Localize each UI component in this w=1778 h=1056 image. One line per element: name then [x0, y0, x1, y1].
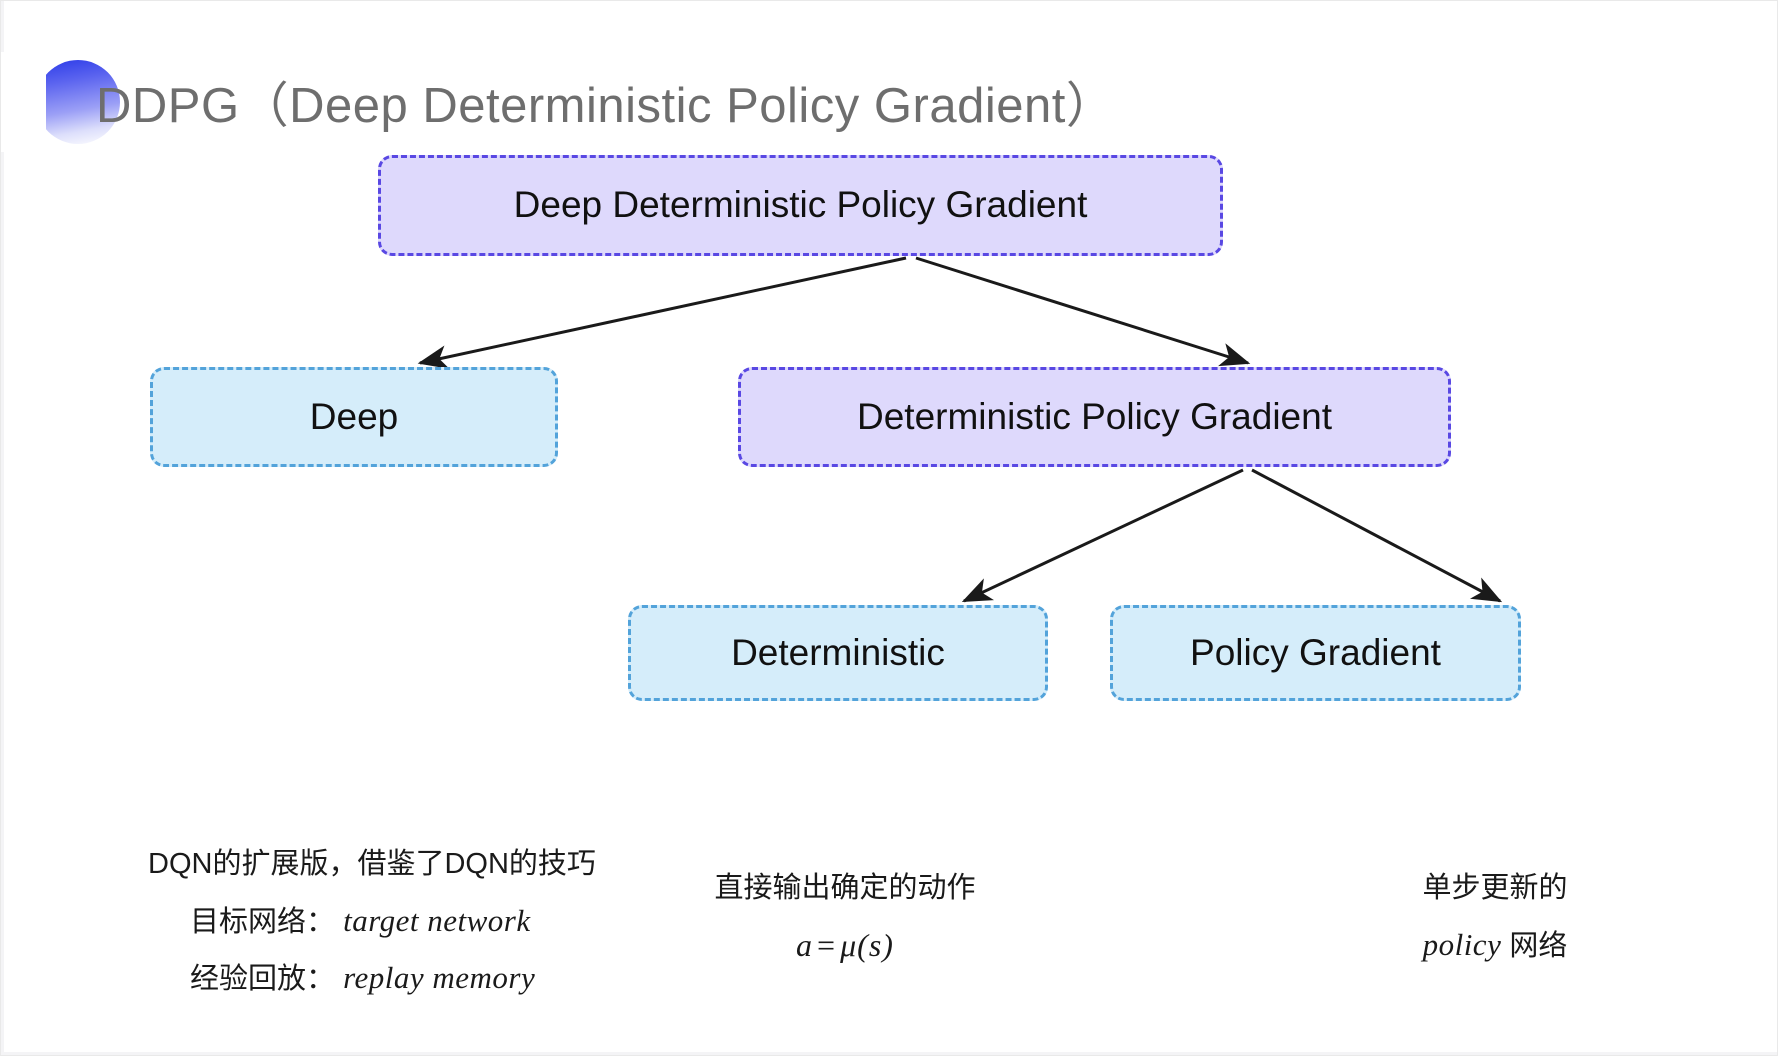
- node-deterministic-policy-gradient[interactable]: Deterministic Policy Gradient: [738, 367, 1451, 467]
- annotation-deep: DQN的扩展版，借鉴了DQN的技巧 目标网络： target network 经…: [148, 838, 596, 1007]
- annotation-policy-gradient-line2: policy 网络: [1422, 916, 1568, 974]
- annotation-policy-gradient-suffix: 网络: [1501, 929, 1568, 962]
- annotation-deterministic-line1: 直接输出确定的动作: [714, 872, 976, 904]
- slide-left-edge: [0, 0, 4, 1056]
- node-policy-gradient[interactable]: Policy Gradient: [1110, 605, 1521, 701]
- formula-rhs: μ(s): [840, 926, 894, 963]
- node-deep-deterministic-policy-gradient[interactable]: Deep Deterministic Policy Gradient: [378, 155, 1223, 256]
- annotation-policy-gradient-term: policy: [1422, 926, 1502, 962]
- annotation-policy-gradient-line1: 单步更新的: [1422, 872, 1568, 904]
- annotation-deterministic-formula: a=μ(s): [714, 916, 975, 975]
- annotation-deep-line2-label: 目标网络：: [190, 905, 336, 938]
- arrow-dpg-to-deterministic: [961, 468, 1244, 603]
- node-deep[interactable]: Deep: [150, 367, 558, 467]
- annotation-deep-line2: 目标网络： target network: [148, 892, 596, 950]
- node-deterministic[interactable]: Deterministic: [628, 605, 1048, 701]
- bullet-clip-mask: [0, 52, 46, 152]
- annotation-deep-line3-label: 经验回放：: [190, 963, 336, 996]
- annotation-deep-line3-term: replay memory: [343, 960, 536, 996]
- annotation-policy-gradient: 单步更新的 policy 网络: [1422, 862, 1567, 973]
- slide-bottom-edge: [0, 1052, 1778, 1056]
- arrow-dpg-to-policy-gradient: [1251, 468, 1503, 603]
- gradient-semicircle-icon: [36, 60, 120, 144]
- arrow-root-to-dpg: [915, 256, 1251, 367]
- annotation-deep-line2-term: target network: [343, 902, 531, 938]
- annotation-deep-line1: DQN的扩展版，借鉴了DQN的技巧: [148, 848, 596, 880]
- annotation-deterministic: 直接输出确定的动作 a=μ(s): [714, 862, 975, 975]
- formula-lhs: a: [796, 926, 814, 963]
- arrow-root-to-deep: [417, 256, 907, 369]
- annotation-deep-line3: 经验回放： replay memory: [148, 949, 596, 1007]
- page-title: DDPG（Deep Deterministic Policy Gradient）: [96, 79, 1116, 133]
- formula-operator: =: [817, 926, 837, 963]
